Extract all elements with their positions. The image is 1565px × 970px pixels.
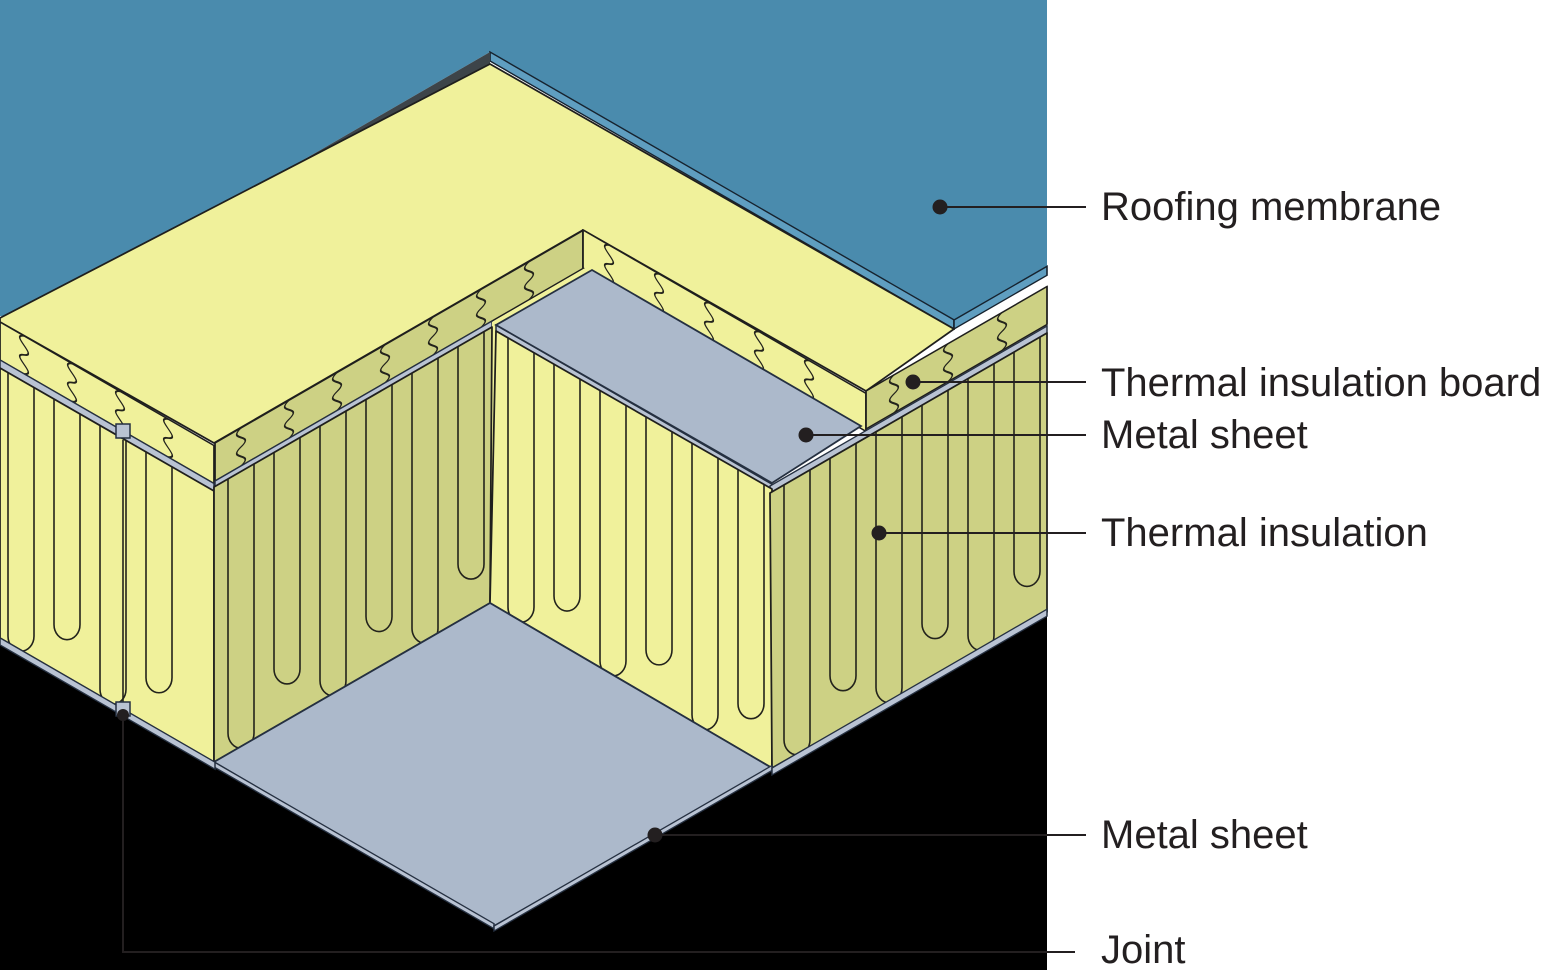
label-metal-sheet-top: Metal sheet — [1101, 413, 1308, 457]
label-metal-sheet-bottom: Metal sheet — [1101, 813, 1308, 857]
labels: Roofing membrane Thermal insulation boar… — [1101, 185, 1541, 970]
bottom-sheet-edge-left — [0, 636, 216, 771]
roofing-membrane-surface-right — [490, 0, 1047, 320]
joint-notch-top — [115, 423, 131, 439]
label-joint: Joint — [1101, 928, 1186, 970]
label-thermal-insulation: Thermal insulation — [1101, 511, 1428, 555]
metal-sheet-exposed-top — [494, 268, 863, 485]
roofing-membrane-surface-left — [0, 0, 490, 319]
leader-lines — [117, 199, 1086, 953]
board-cut-face-outer-right — [865, 285, 1048, 431]
bottom-sheet-edge-right — [771, 608, 1048, 777]
background-void — [0, 615, 1047, 970]
label-roofing-membrane: Roofing membrane — [1101, 185, 1441, 229]
label-thermal-insulation-board: Thermal insulation board — [1101, 361, 1541, 405]
membrane-edge-strip-outer — [953, 265, 1048, 331]
